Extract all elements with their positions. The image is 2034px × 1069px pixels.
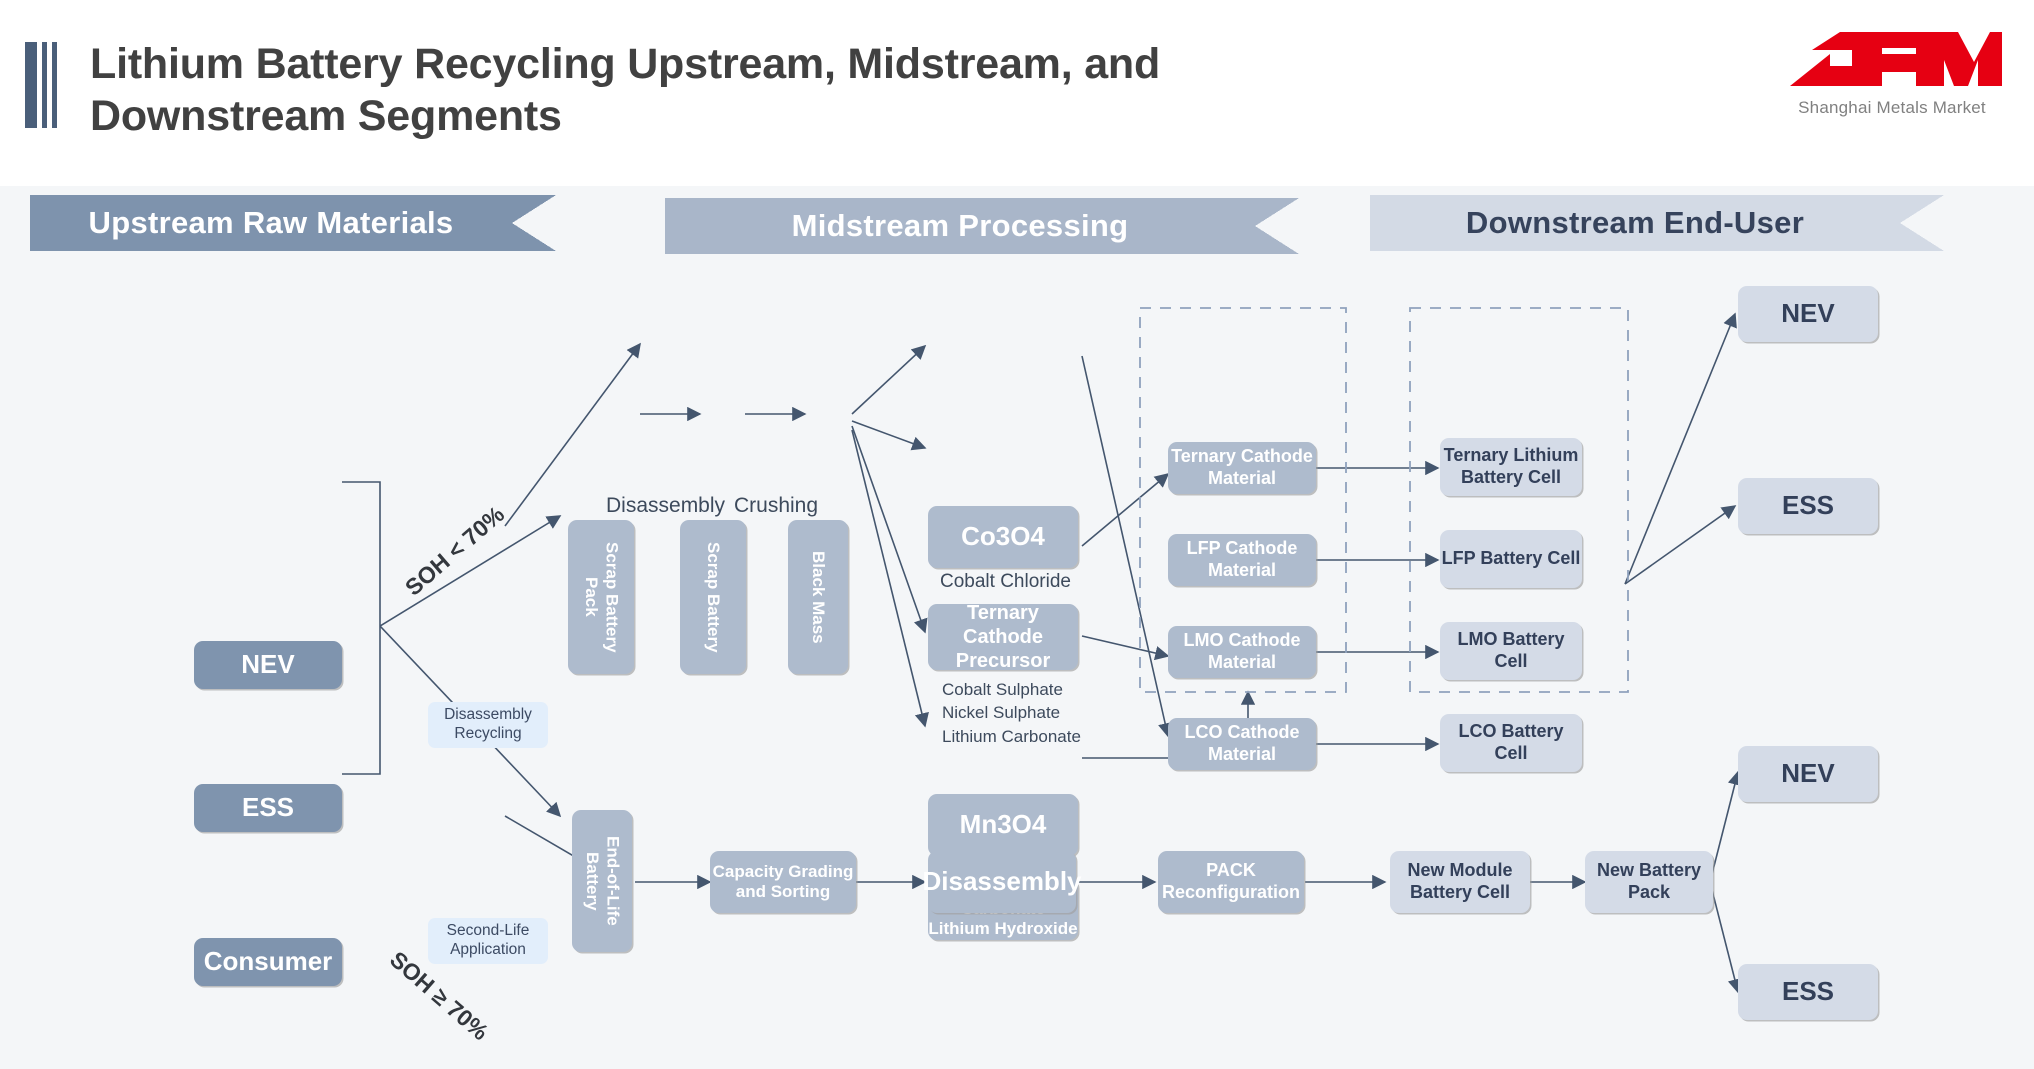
cathode-material-ternary[interactable]: Ternary Cathode Material xyxy=(1168,442,1316,494)
cathode-material-lco[interactable]: LCO Cathode Material xyxy=(1168,718,1316,770)
chain-line2: Pack xyxy=(1627,882,1671,902)
branch-tag-line2: Recycling xyxy=(454,725,522,742)
end-user-bottom-ess[interactable]: ESS xyxy=(1738,964,1878,1020)
output-node-mn3o4[interactable]: Mn3O4 xyxy=(928,794,1078,856)
cathode-line2: Material xyxy=(1207,744,1277,764)
cathode-line1: LFP Cathode xyxy=(1186,538,1298,559)
battery-cell-lfp[interactable]: LFP Battery Cell xyxy=(1440,530,1582,588)
lithium-salt-line2: Lithium Hydroxide xyxy=(928,919,1078,939)
process-node-scrap-battery-pack[interactable]: Scrap Battery Pack xyxy=(568,520,634,674)
banner-downstream-arrow xyxy=(1900,195,1944,251)
branch-tag-disassembly-recycling[interactable]: Disassembly Recycling xyxy=(428,702,548,748)
caption-line-1: Cobalt Sulphate xyxy=(942,680,1063,699)
process-node-black-mass[interactable]: Black Mass xyxy=(788,520,848,674)
branch-tag-line1: Second-Life xyxy=(446,922,530,940)
chain-line1: New Battery xyxy=(1596,860,1702,881)
cell-line2: Battery Cell xyxy=(1460,467,1562,487)
source-node-ess[interactable]: ESS xyxy=(194,784,342,832)
caption-line-3: Lithium Carbonate xyxy=(942,726,1081,746)
banner-upstream: Upstream Raw Materials xyxy=(30,195,556,251)
banner-midstream-arrow xyxy=(1255,198,1299,254)
chain-node-new-module-battery-cell[interactable]: New Module Battery Cell xyxy=(1390,851,1530,913)
output-caption-cobalt-chloride: Cobalt Chloride xyxy=(940,571,1071,592)
chain-node-disassembly[interactable]: Disassembly xyxy=(923,851,1082,913)
cathode-line2: Material xyxy=(1207,652,1277,672)
stage-label-disassembly: Disassembly xyxy=(606,494,726,517)
cathode-line1: Ternary Cathode xyxy=(1171,446,1313,467)
end-user-top-nev[interactable]: NEV xyxy=(1738,286,1878,342)
battery-cell-ternary-lithium[interactable]: Ternary Lithium Battery Cell xyxy=(1440,438,1582,496)
chain-line1: Capacity Grading xyxy=(712,861,854,881)
chain-line1: PACK xyxy=(1206,860,1256,881)
chain-line2: Battery Cell xyxy=(1409,882,1511,902)
output-node-co3o4[interactable]: Co3O4 xyxy=(928,506,1078,568)
end-user-top-ess[interactable]: ESS xyxy=(1738,478,1878,534)
page-title: Lithium Battery Recycling Upstream, Mids… xyxy=(90,40,1161,141)
chain-node-pack-reconfiguration[interactable]: PACK Reconfiguration xyxy=(1158,851,1304,913)
process-node-scrap-battery[interactable]: Scrap Battery xyxy=(680,520,746,674)
banner-midstream-label: Midstream Processing xyxy=(791,208,1129,243)
caption-line-2: Nickel Sulphate xyxy=(942,703,1061,723)
banner-downstream: Downstream End-User xyxy=(1370,195,1944,251)
cathode-material-lfp[interactable]: LFP Cathode Material xyxy=(1168,534,1316,586)
smm-logo: Shanghai Metals Market xyxy=(1772,32,2012,128)
cathode-line2: Material xyxy=(1207,560,1277,580)
battery-cell-lco[interactable]: LCO Battery Cell xyxy=(1440,714,1582,772)
smm-logo-mark xyxy=(1790,32,2002,86)
source-node-nev[interactable]: NEV xyxy=(194,641,342,689)
cathode-line2: Material xyxy=(1207,468,1277,488)
branch-tag-second-life-application[interactable]: Second-Life Application xyxy=(428,918,548,964)
cathode-material-group-box xyxy=(1139,307,1347,693)
page-header: Lithium Battery Recycling Upstream, Mids… xyxy=(0,0,2034,186)
chain-line2: and Sorting xyxy=(735,882,831,901)
banner-downstream-label: Downstream End-User xyxy=(1465,205,1805,240)
banner-upstream-label: Upstream Raw Materials xyxy=(88,205,454,240)
end-user-bottom-nev[interactable]: NEV xyxy=(1738,746,1878,802)
logo-subtitle: Shanghai Metals Market xyxy=(1798,98,1986,117)
chain-line2: Reconfiguration xyxy=(1162,882,1300,902)
branch-tag-line2: Application xyxy=(450,941,526,958)
cathode-line1: LMO Cathode xyxy=(1183,630,1301,651)
cell-line1: Ternary Lithium xyxy=(1443,445,1579,466)
branch-tag-line1: Disassembly xyxy=(444,706,532,724)
chain-node-end-of-life-battery[interactable]: End-of-Life Battery xyxy=(572,810,632,952)
cathode-line1: LCO Cathode xyxy=(1184,722,1300,743)
banner-upstream-arrow xyxy=(512,195,556,251)
banner-midstream: Midstream Processing xyxy=(665,198,1299,254)
stage-label-crushing: Crushing xyxy=(734,494,819,517)
battery-cell-lmo[interactable]: LMO Battery Cell xyxy=(1440,622,1582,680)
chain-line1: New Module xyxy=(1407,860,1513,881)
chain-node-capacity-grading[interactable]: Capacity Grading and Sorting xyxy=(710,851,856,913)
diagram-canvas: Upstream Raw Materials Midstream Process… xyxy=(0,186,2034,1069)
battery-cell-group-box xyxy=(1409,307,1629,693)
cathode-material-lmo[interactable]: LMO Cathode Material xyxy=(1168,626,1316,678)
output-caption-precursor-chemicals: Cobalt Sulphate Nickel Sulphate Lithium … xyxy=(942,678,1081,748)
title-accent-bars xyxy=(25,42,65,128)
connector-layer xyxy=(342,307,1742,994)
chain-node-new-battery-pack[interactable]: New Battery Pack xyxy=(1585,851,1713,913)
source-node-consumer[interactable]: Consumer xyxy=(194,938,342,986)
